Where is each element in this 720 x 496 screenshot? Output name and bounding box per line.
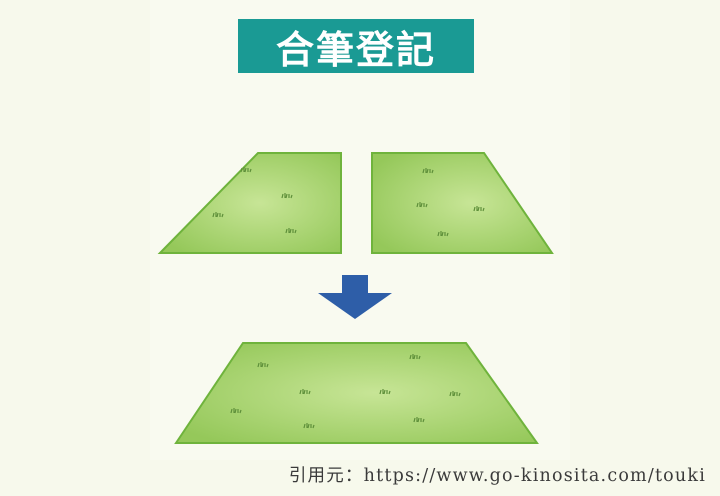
merged-parcel bbox=[174, 342, 539, 444]
diagram-title: 合筆登記 bbox=[275, 27, 436, 72]
left-parcel bbox=[157, 152, 342, 254]
source-citation: 引用元：https://www.go-kinosita.com/touki bbox=[288, 466, 706, 486]
title-banner bbox=[238, 19, 474, 73]
right-parcel bbox=[371, 152, 554, 254]
down-arrow-icon bbox=[318, 275, 392, 319]
